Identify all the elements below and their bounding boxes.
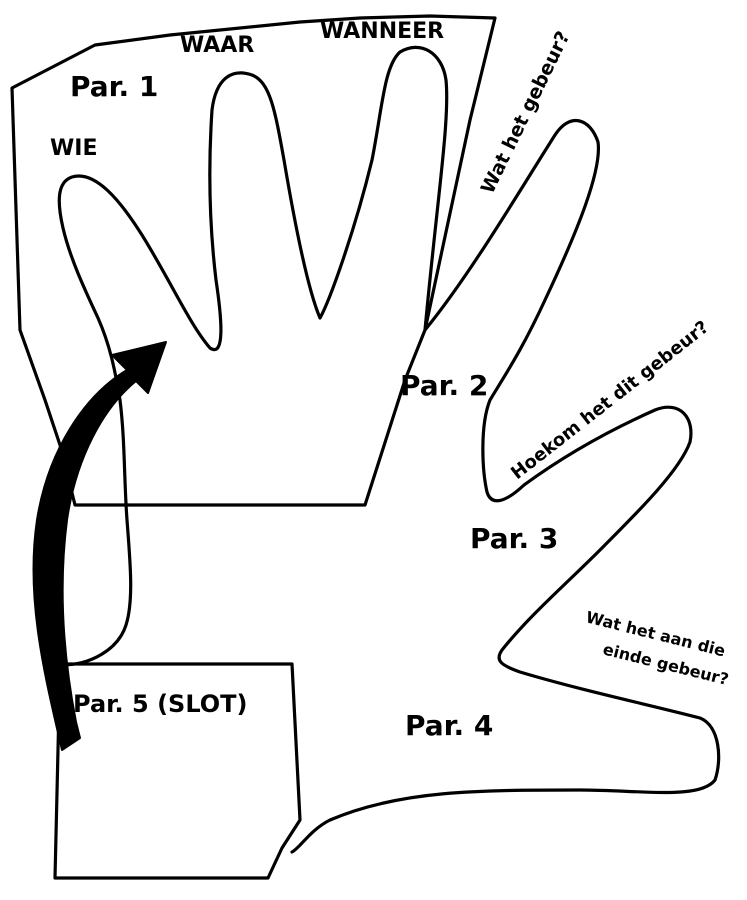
par4-label: Par. 4 xyxy=(405,709,493,742)
wanneer-label: WANNEER xyxy=(320,19,444,44)
hand-outline xyxy=(59,47,718,852)
wie-label: WIE xyxy=(50,136,97,161)
par1-label: Par. 1 xyxy=(70,70,158,103)
par5-label: Par. 5 (SLOT) xyxy=(73,690,248,718)
curved-arrow-icon xyxy=(33,342,166,750)
waar-label: WAAR xyxy=(180,33,254,58)
question1-label: Wat het gebeur? xyxy=(477,28,575,197)
par3-label: Par. 3 xyxy=(470,522,558,555)
par2-label: Par. 2 xyxy=(400,369,488,402)
